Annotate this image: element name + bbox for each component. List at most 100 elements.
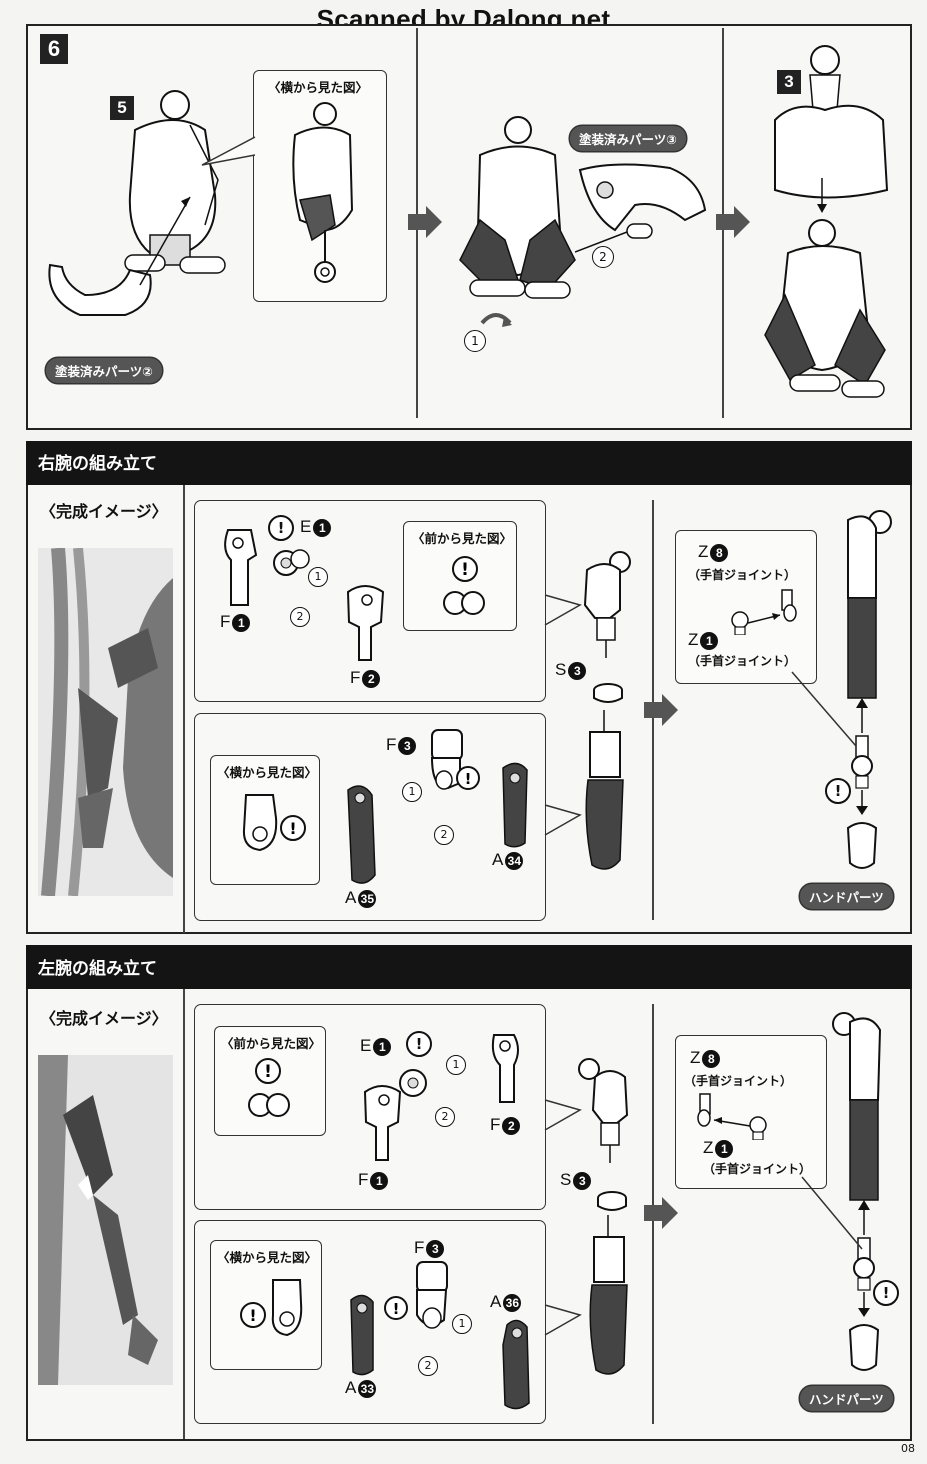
e1-washer-diagram bbox=[399, 1069, 427, 1097]
section-divider bbox=[183, 989, 185, 1439]
marker-1-text: 1 bbox=[458, 1317, 466, 1330]
label-letter: A bbox=[345, 1378, 357, 1397]
marker-1-text: 1 bbox=[471, 334, 479, 348]
marker-2-text: 2 bbox=[440, 828, 448, 841]
step-number-badge: 6 bbox=[40, 34, 68, 64]
label-number: 34 bbox=[505, 851, 524, 870]
label-number: 1 bbox=[370, 1171, 389, 1190]
a34-forearm-diagram bbox=[502, 762, 528, 848]
marker-1-text: 1 bbox=[314, 570, 322, 583]
callout-pointer bbox=[791, 671, 857, 747]
front-view-diagram: ! bbox=[248, 1058, 290, 1117]
page-number: 08 bbox=[901, 1442, 915, 1455]
label-number: 35 bbox=[358, 889, 377, 908]
label-letter: A bbox=[492, 850, 504, 869]
label-letter: F bbox=[414, 1238, 425, 1257]
f2-part-diagram bbox=[346, 585, 385, 661]
rotate-arrow-icon bbox=[480, 313, 512, 327]
label-number: 1 bbox=[700, 631, 719, 650]
marker-2-text: 2 bbox=[441, 1110, 449, 1123]
finished-right-arm-photo bbox=[38, 548, 173, 896]
callout-title: 〈前から見た図〉 bbox=[221, 1036, 322, 1051]
label-number: 1 bbox=[373, 1037, 392, 1056]
full-right-arm-diagram bbox=[846, 510, 892, 869]
upper-arm-assembled-diagram bbox=[583, 551, 631, 658]
label-number: 3 bbox=[398, 736, 417, 755]
section-pointer bbox=[544, 594, 582, 626]
forearm-assembled-diagram bbox=[589, 1215, 628, 1375]
right-arm-header: 右腕の組み立て bbox=[26, 441, 912, 485]
label-number: 8 bbox=[702, 1049, 721, 1068]
attention-icon: ! bbox=[406, 1031, 432, 1057]
label-letter: F bbox=[350, 668, 361, 687]
e1-washer-diagram bbox=[273, 549, 310, 576]
wrist-joint-label: （手首ジョイント） bbox=[684, 1074, 793, 1088]
painted-part-3-label: 塗装済みパーツ③ bbox=[570, 126, 686, 151]
step-arrow-icon bbox=[716, 206, 750, 238]
chest-armor-diagram bbox=[774, 45, 889, 199]
label-letter: S bbox=[555, 660, 567, 679]
wrist-joint-diagram bbox=[697, 1093, 767, 1140]
wrist-joint-label: （手首ジョイント） bbox=[688, 654, 797, 668]
callout-title: 〈前から見た図〉 bbox=[412, 531, 513, 546]
f1-part-diagram bbox=[224, 529, 258, 606]
assembled-torso-diagram bbox=[764, 219, 886, 398]
hand-parts-label: ハンドパーツ bbox=[800, 884, 893, 909]
torso-with-skirt-diagram bbox=[459, 116, 576, 299]
sub-step-3-badge: 3 bbox=[777, 70, 801, 94]
forearm-assembled-diagram bbox=[585, 710, 624, 870]
finished-image-label: 〈完成イメージ〉 bbox=[40, 1009, 168, 1028]
a35-forearm-diagram bbox=[347, 785, 376, 884]
full-left-arm-diagram bbox=[832, 1012, 882, 1371]
marker-1-text: 1 bbox=[408, 785, 416, 798]
marker-1-icon: 1 bbox=[308, 567, 328, 587]
section-pointer bbox=[544, 1099, 582, 1131]
svg-text:!: ! bbox=[264, 1062, 272, 1082]
callout-title: 〈横から見た図〉 bbox=[268, 80, 369, 95]
sub-step-5-badge: 5 bbox=[110, 96, 134, 120]
label-number: 1 bbox=[313, 518, 332, 537]
label-number: 3 bbox=[568, 661, 587, 680]
marker-1-icon: 1 bbox=[452, 1314, 472, 1334]
marker-2-text: 2 bbox=[424, 1359, 432, 1372]
section-pointer bbox=[544, 804, 582, 836]
label-letter: E bbox=[360, 1036, 372, 1055]
label-letter: S bbox=[560, 1170, 572, 1189]
finished-left-arm-photo bbox=[38, 1055, 173, 1385]
label-letter: A bbox=[345, 888, 357, 907]
f1-part-diagram bbox=[363, 1085, 402, 1161]
section-pointer bbox=[544, 1304, 582, 1336]
svg-text:!: ! bbox=[461, 560, 469, 580]
callout-title: 〈横から見た図〉 bbox=[217, 1250, 318, 1265]
label-number: 2 bbox=[362, 669, 381, 688]
a36-forearm-diagram bbox=[502, 1319, 530, 1410]
side-view-callout: 〈横から見た図〉 bbox=[210, 1240, 322, 1370]
left-arm-header: 左腕の組み立て bbox=[26, 945, 912, 989]
painted-part-3-diagram bbox=[575, 163, 707, 253]
svg-text:!: ! bbox=[465, 770, 472, 788]
marker-2-icon: 2 bbox=[434, 825, 454, 845]
label-letter: Z bbox=[698, 542, 709, 561]
label-number: 33 bbox=[358, 1379, 377, 1398]
label-letter: Z bbox=[688, 630, 699, 649]
a33-forearm-diagram bbox=[350, 1294, 374, 1376]
marker-2-icon: 2 bbox=[290, 607, 310, 627]
label-number: 2 bbox=[502, 1116, 521, 1135]
marker-1-icon: 1 bbox=[446, 1055, 466, 1075]
label-number: 8 bbox=[710, 543, 729, 562]
hand-parts-label: ハンドパーツ bbox=[800, 1386, 893, 1411]
marker-2-icon: 2 bbox=[435, 1107, 455, 1127]
callout-title: 〈横から見た図〉 bbox=[217, 765, 318, 780]
marker-1-icon: 1 bbox=[464, 330, 486, 352]
